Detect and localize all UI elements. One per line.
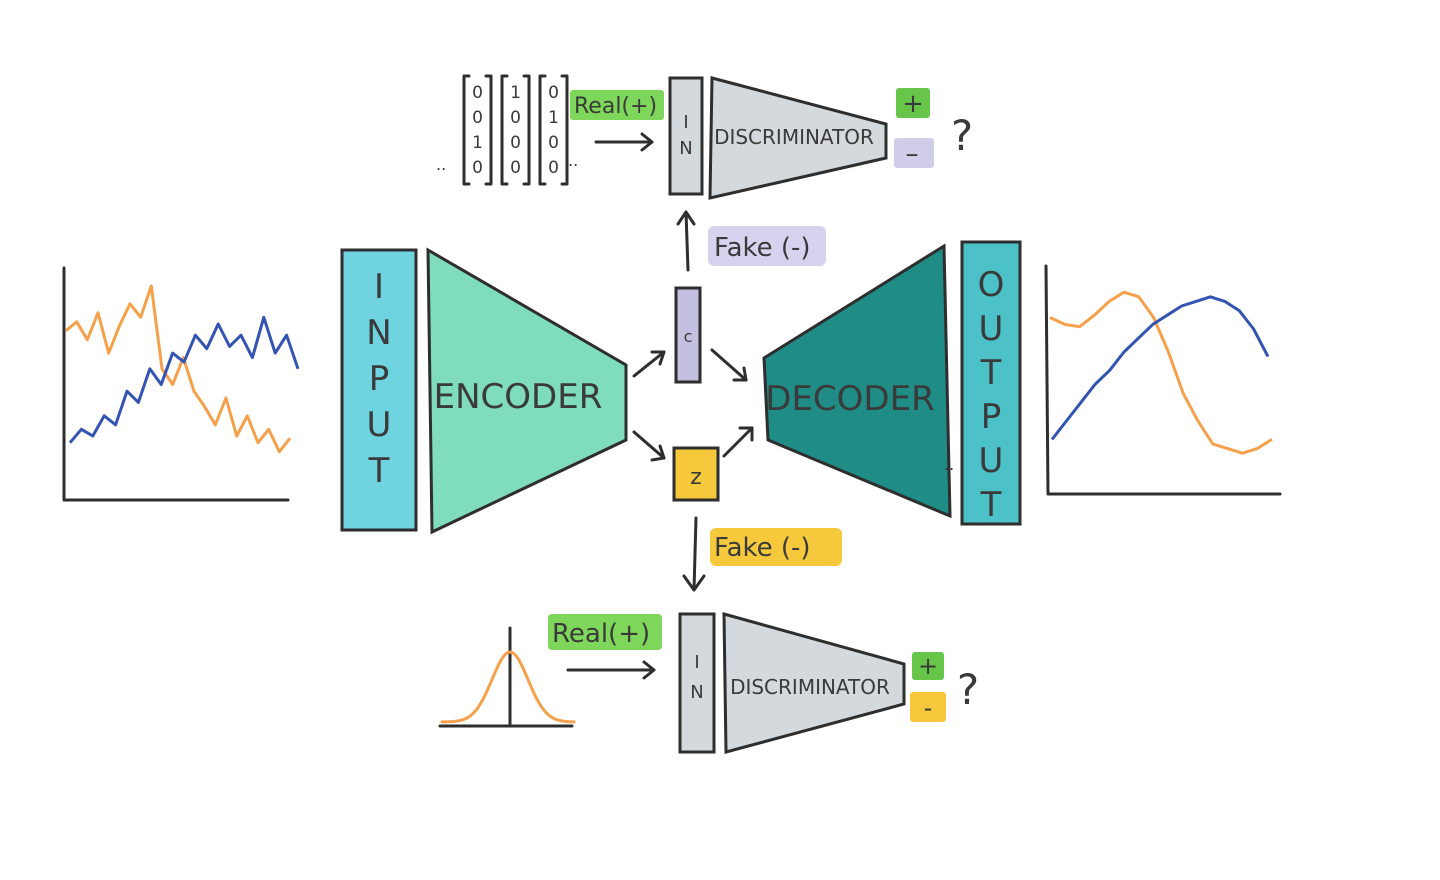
bottom-minus-label: - <box>924 694 933 722</box>
code-to-decoder-arrows <box>710 348 754 458</box>
input-chart-axes <box>62 266 290 502</box>
top-left-dots: .. <box>436 155 446 174</box>
bottom-fake-highlight <box>710 528 842 566</box>
encoder-label: ENCODER <box>434 377 603 417</box>
output-blue-series <box>1050 295 1270 441</box>
vector-entry: 0 <box>472 83 483 103</box>
top-minus-highlight <box>894 138 934 168</box>
code-c-block <box>674 286 702 384</box>
bottom-fake-arrow <box>682 516 706 592</box>
bottom-real-arrow <box>566 660 656 680</box>
encoder-to-code-arrows <box>632 350 666 462</box>
bottom-discriminator-label: DISCRIMINATOR <box>730 675 890 699</box>
gaussian-curve <box>440 650 576 724</box>
output-orange-series <box>1049 290 1273 455</box>
code-c-label: c <box>684 327 693 346</box>
top-real-arrow <box>594 132 654 152</box>
bottom-minus-highlight <box>910 692 946 722</box>
bottom-real-highlight <box>548 614 662 650</box>
vector-bracket <box>538 74 569 186</box>
input-orange-series <box>65 284 292 454</box>
top-discriminator-label: DISCRIMINATOR <box>714 125 874 149</box>
vector-entry: 0 <box>548 133 559 153</box>
vector-entry: 0 <box>472 158 483 178</box>
top-real-label: Real(+) <box>574 94 657 119</box>
decoder-label: DECODER <box>765 379 934 419</box>
encoder-block <box>426 247 628 535</box>
top-plus-highlight <box>896 88 930 118</box>
vector-bracket <box>462 74 493 186</box>
gaussian-prior <box>438 626 576 728</box>
bottom-question-mark: ? <box>957 665 979 714</box>
vector-entry: 0 <box>510 108 521 128</box>
code-z-label: z <box>690 465 702 490</box>
top-real-highlight <box>570 90 664 120</box>
vector-entry: 0 <box>548 158 559 178</box>
top-minus-label: – <box>906 139 919 169</box>
vector-entry: 1 <box>548 108 559 128</box>
code-z-block <box>672 446 720 502</box>
vector-entry: 1 <box>472 133 483 153</box>
vector-bracket <box>500 74 531 186</box>
top-plus-label: + <box>902 89 924 119</box>
top-right-dots: .. <box>568 151 578 170</box>
bottom-in-block <box>678 612 716 754</box>
vector-entry: 0 <box>510 133 521 153</box>
top-question-mark: ? <box>951 111 973 160</box>
decoder-block <box>762 243 952 519</box>
bottom-discriminator-block <box>722 612 906 754</box>
output-dots: .. <box>944 455 954 474</box>
input-block <box>340 248 418 532</box>
vector-entry: 0 <box>548 83 559 103</box>
bottom-plus-highlight <box>912 652 944 680</box>
top-fake-highlight <box>708 226 826 266</box>
vector-entry: 0 <box>510 158 521 178</box>
vector-entry: 0 <box>472 108 483 128</box>
top-in-block <box>668 76 704 196</box>
output-chart <box>1044 264 1282 496</box>
output-block <box>960 240 1022 526</box>
input-chart <box>62 266 300 502</box>
one-hot-vectors: 0 0 1 0 1 0 0 0 0 1 0 0 <box>462 74 569 186</box>
vector-entry: 1 <box>510 83 521 103</box>
top-fake-arrow <box>676 210 696 272</box>
input-blue-series <box>68 315 300 444</box>
output-chart-axes <box>1044 264 1282 496</box>
top-fake-label: Fake (-) <box>714 233 811 263</box>
bottom-real-label: Real(+) <box>552 619 650 649</box>
top-discriminator-block <box>708 76 888 200</box>
bottom-plus-label: + <box>918 652 938 680</box>
bottom-fake-label: Fake (-) <box>714 533 811 563</box>
